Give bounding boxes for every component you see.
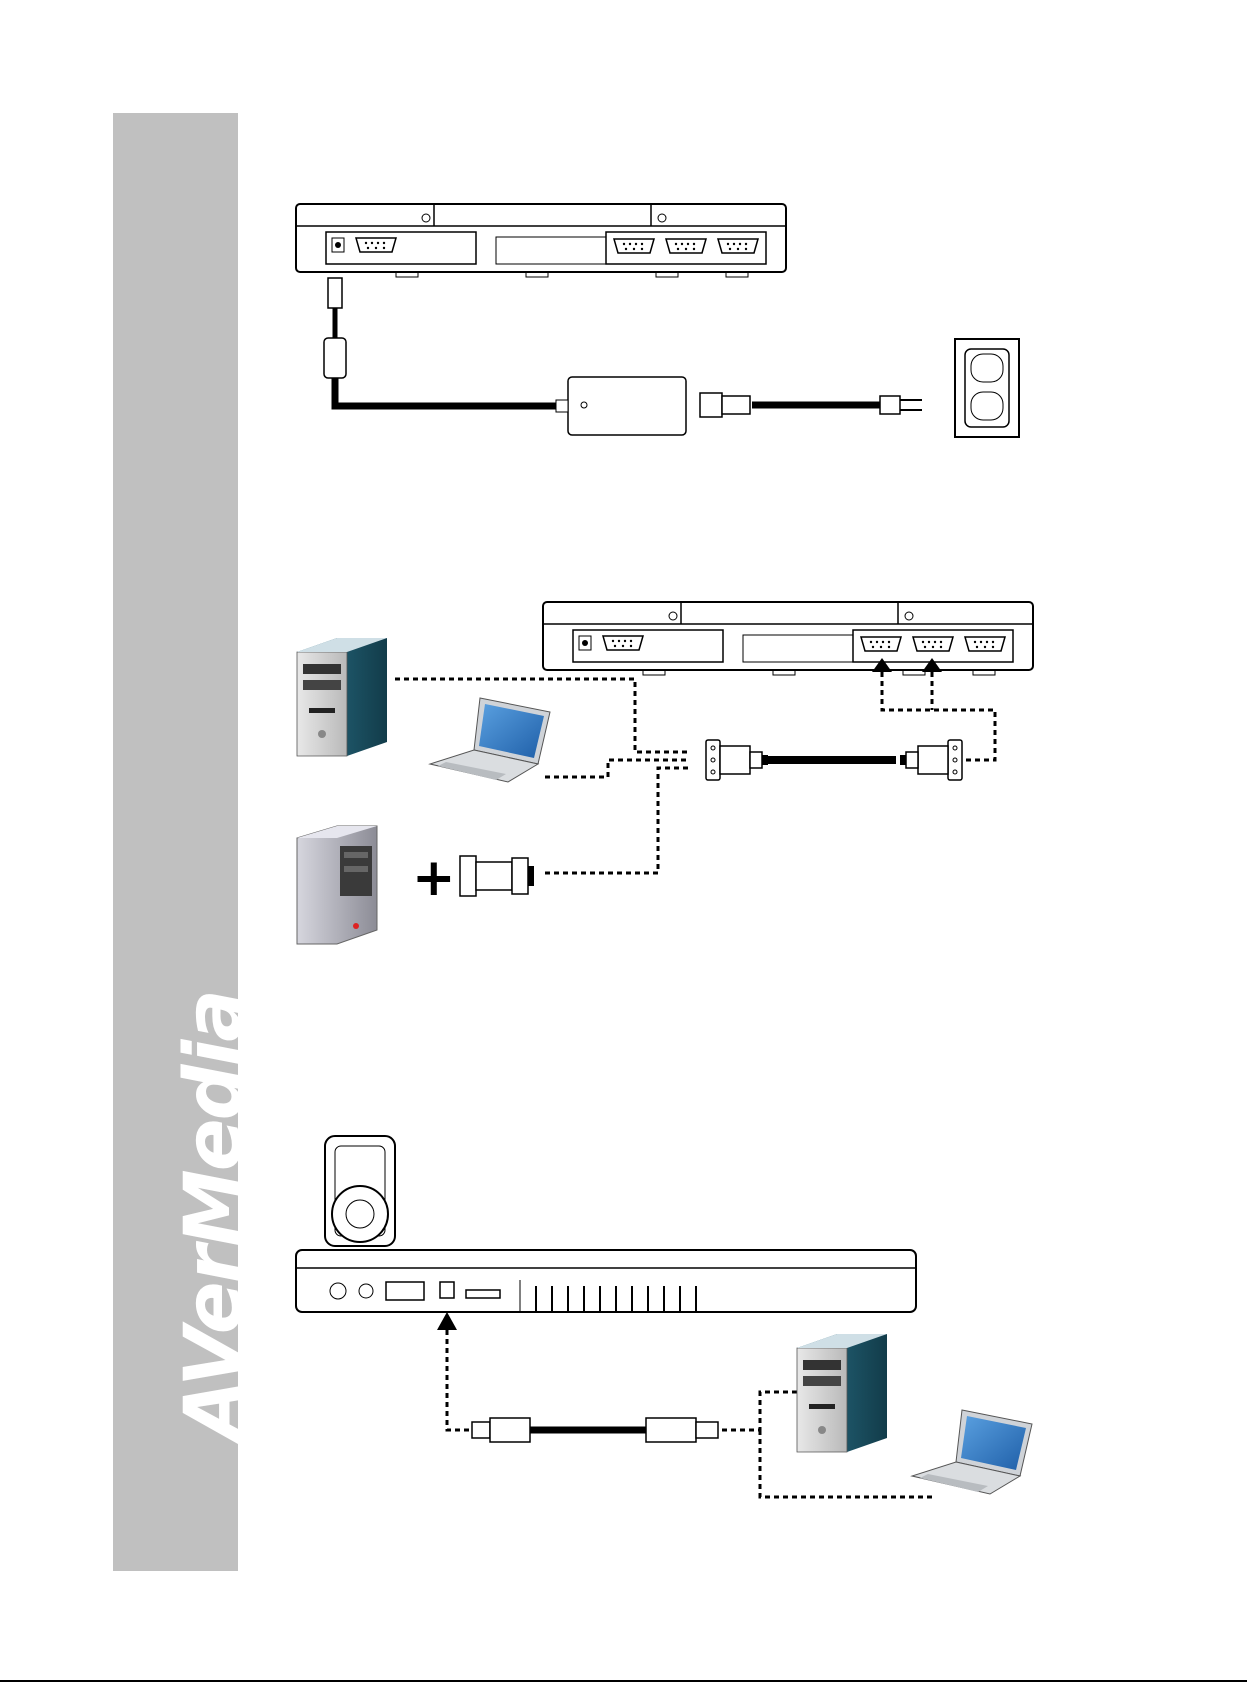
outlet-plug-icon <box>880 396 922 414</box>
laptop-icon <box>912 1410 1032 1494</box>
ac-adapter-icon <box>568 377 686 435</box>
mac-pc-icon <box>297 826 377 944</box>
device-rear-panel-icon <box>543 602 1033 675</box>
vga-cable-icon <box>706 740 962 780</box>
device-rear-panel-icon <box>296 204 786 277</box>
usb-cable-icon <box>472 1418 718 1442</box>
dc-plug-icon <box>324 278 346 378</box>
document-camera-side-icon <box>296 1136 916 1312</box>
power-section <box>296 204 1019 437</box>
page-bottom-rule <box>0 1680 1247 1682</box>
usb-section <box>296 1136 1032 1497</box>
plus-icon: + <box>412 848 456 908</box>
mac-adapter-icon <box>460 856 534 896</box>
power-cord-plug-icon <box>700 393 750 417</box>
desktop-pc-icon <box>297 638 387 756</box>
rgb-section: + <box>297 602 1033 944</box>
desktop-pc-icon <box>797 1334 887 1452</box>
wall-outlet-icon <box>955 339 1019 437</box>
laptop-icon <box>430 698 550 782</box>
